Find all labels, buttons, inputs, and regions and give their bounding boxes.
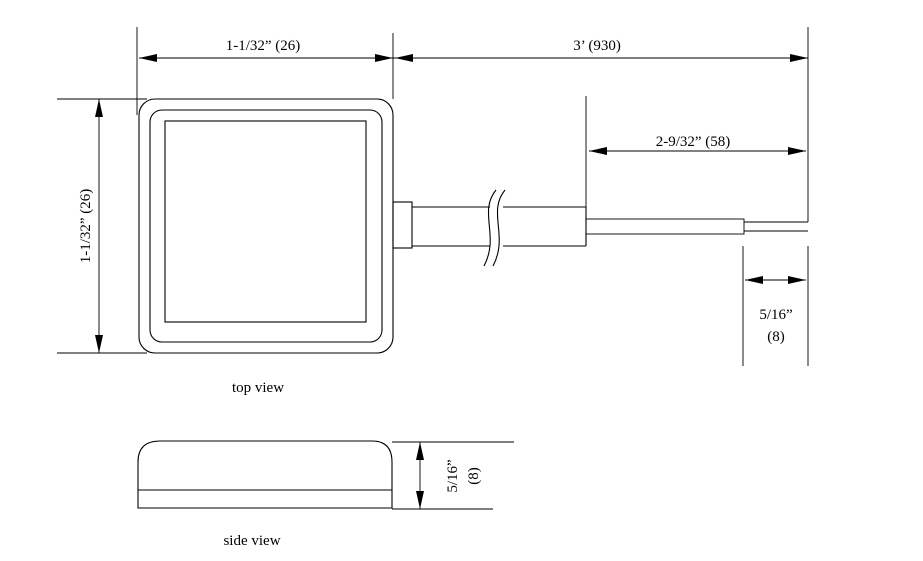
dimension-side-height: 5/16” (8) [392, 441, 514, 510]
dimension-top-width: 1-1/32” (26) [139, 38, 393, 62]
dimension-top-width-label: 1-1/32” (26) [226, 38, 301, 54]
side-view-body [137, 440, 393, 509]
extension-lines [57, 27, 809, 366]
top-view-body [138, 98, 394, 354]
dimension-lead-length-mm: (8) [767, 329, 785, 345]
body-outer-outline [138, 98, 394, 354]
dimension-cable-length-label: 3’ (930) [573, 38, 621, 54]
dimension-cable-length: 3’ (930) [393, 38, 808, 62]
conductor-insulation [585, 218, 745, 235]
dimension-strip-length: 2-9/32” (58) [589, 134, 806, 155]
cable [392, 189, 808, 267]
side-view-caption: side view [223, 533, 280, 549]
dimension-lead-length-inch: 5/16” [759, 307, 792, 323]
dimension-top-height: 1-1/32” (26) [78, 99, 103, 353]
side-body-outline [137, 440, 393, 509]
body-inner-outline [149, 109, 383, 343]
dimension-side-height-mm: (8) [466, 467, 482, 485]
sensor-face [164, 120, 367, 323]
cable-strain-relief [392, 201, 413, 249]
dimension-lead-length: 5/16” (8) [745, 276, 806, 345]
dimension-top-height-label: 1-1/32” (26) [78, 189, 94, 264]
cable-break-symbol [483, 189, 497, 267]
dimension-strip-length-label: 2-9/32” (58) [656, 134, 731, 150]
dimension-side-height-inch: 5/16” [445, 459, 461, 492]
top-view-caption: top view [232, 380, 284, 396]
